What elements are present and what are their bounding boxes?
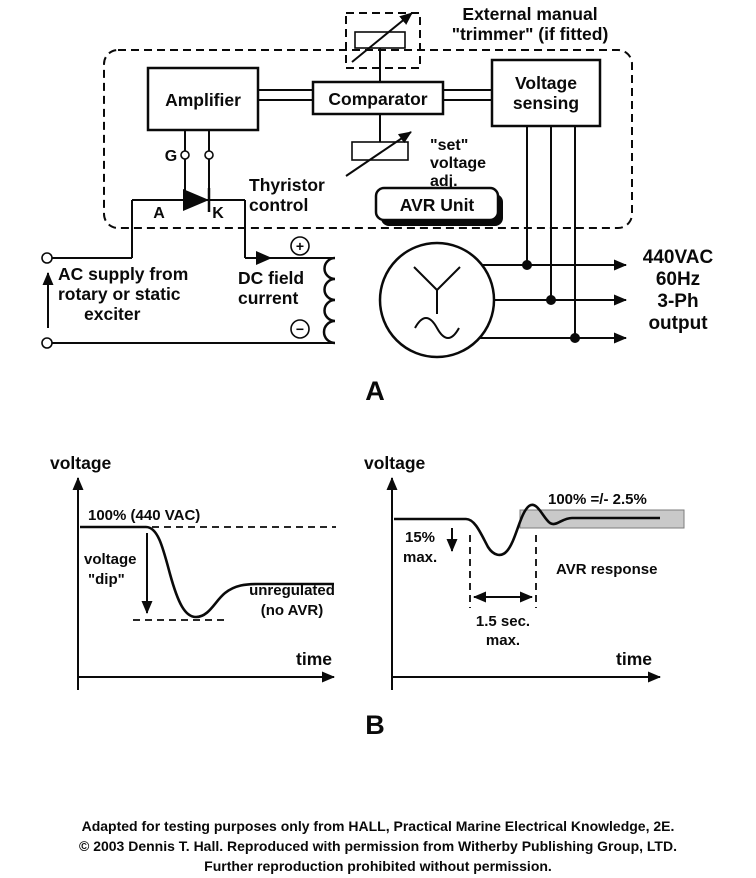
output-label: 440VAC — [643, 247, 714, 268]
gate-label: G — [165, 148, 177, 165]
ac-supply-label: exciter — [84, 304, 141, 324]
x-axis-label: time — [616, 649, 652, 669]
voltage-sensing-label: Voltage — [515, 73, 577, 93]
dip-label: voltage — [84, 551, 137, 568]
anode-label: A — [153, 205, 165, 222]
three-phase-output: 440VAC 60Hz 3-Ph output — [480, 126, 714, 344]
dip-limit-label: max. — [403, 549, 437, 566]
unregulated-note: (no AVR) — [261, 602, 323, 619]
ref-100pct-label: 100% (440 VAC) — [88, 507, 200, 524]
avr-unit-label: AVR Unit — [400, 195, 475, 215]
voltage-sensing-label: sensing — [513, 93, 579, 113]
minus-terminal-icon — [290, 319, 310, 339]
junction-dot-icon — [522, 260, 532, 270]
trimmer-label: External manual — [462, 4, 597, 24]
section-b-label: B — [365, 710, 385, 740]
set-pot-arrow-icon — [345, 131, 412, 177]
trimmer-label: "trimmer" (if fitted) — [452, 24, 609, 44]
avr-unit-box — [374, 186, 500, 222]
avr-block-diagram: External manual "trimmer" (if fitted) Am… — [41, 4, 714, 406]
tolerance-band-label: 100% =/- 2.5% — [548, 491, 647, 508]
dc-field-label: current — [238, 288, 298, 308]
output-label: 60Hz — [656, 269, 700, 290]
ac-supply-label: AC supply from — [58, 264, 188, 284]
cathode-label: K — [212, 205, 224, 222]
dc-field-label: DC field — [238, 268, 304, 288]
set-adj-label: "set" — [430, 137, 468, 154]
set-voltage-adjust: "set" voltage adj. — [345, 114, 486, 190]
block-bus-wires — [258, 89, 492, 101]
y-axis-label: voltage — [364, 453, 426, 473]
avr-response-graph: voltage time 100% =/- 2.5% 15% max. 1.5 … — [364, 453, 685, 690]
thyristor-label: control — [249, 195, 308, 215]
wye-winding-icon — [413, 266, 461, 314]
amplifier-block: Amplifier — [146, 66, 260, 132]
amplifier-label: Amplifier — [165, 90, 241, 110]
output-label: 3-Ph — [657, 291, 698, 312]
generator — [378, 241, 496, 359]
thyristor-control: G A K Thyristor control — [132, 130, 325, 222]
comparator-label: Comparator — [328, 89, 427, 109]
dip-limit-label: 15% — [405, 529, 435, 546]
trimmer-arrow-icon — [351, 12, 413, 63]
dip-label: "dip" — [88, 571, 125, 588]
external-trimmer: External manual "trimmer" (if fitted) — [345, 4, 609, 82]
unregulated-response-curve — [80, 525, 334, 619]
plus-terminal-sign: + — [296, 238, 304, 254]
voltage-dip-graph-unregulated: voltage time 100% (440 VAC) voltage "dip… — [50, 453, 336, 690]
avr-response-label: AVR response — [556, 561, 657, 578]
unregulated-note: unregulated — [249, 582, 335, 599]
avr-response-curve — [394, 503, 660, 557]
thyristor-label: Thyristor — [249, 175, 325, 195]
ac-supply-label: rotary or static — [58, 284, 181, 304]
voltage-sensing-box — [490, 58, 602, 128]
attribution-line: © 2003 Dennis T. Hall. Reproduced with p… — [79, 838, 677, 854]
section-a-label: A — [365, 376, 385, 406]
attribution-line: Further reproduction prohibited without … — [204, 858, 552, 874]
set-pot-resistor-icon — [351, 141, 409, 161]
gate-terminal-icon — [180, 150, 190, 160]
output-label: output — [648, 313, 708, 334]
thyristor-triangle-icon — [183, 189, 209, 211]
supply-terminal-icon — [41, 252, 53, 264]
junction-dot-icon — [546, 295, 556, 305]
voltage-sensing-block: Voltage sensing — [490, 58, 602, 128]
sine-wave-icon — [414, 317, 460, 339]
minus-terminal-sign: − — [296, 321, 304, 337]
recovery-time-label: 1.5 sec. — [476, 613, 530, 630]
attribution-line: Adapted for testing purposes only from H… — [82, 818, 675, 834]
avr-unit-nameplate: AVR Unit — [374, 186, 503, 226]
current-flow-arrow-icon — [256, 251, 272, 265]
x-axis-label: time — [296, 649, 332, 669]
set-adj-label: adj. — [430, 173, 458, 190]
attribution-footer: Adapted for testing purposes only from H… — [79, 818, 677, 874]
plus-terminal-icon — [290, 236, 310, 256]
exciter-supply-circuit: + − AC supply from rotary or static exci… — [41, 200, 336, 349]
comparator-box — [311, 80, 445, 116]
junction-dot-icon — [570, 333, 580, 343]
y-axis-label: voltage — [50, 453, 112, 473]
comparator-block: Comparator — [311, 80, 445, 116]
cathode-terminal-icon — [204, 150, 214, 160]
field-coil-icon — [322, 256, 336, 345]
recovery-time-label: max. — [486, 632, 520, 649]
set-adj-label: voltage — [430, 155, 486, 172]
supply-terminal-icon — [41, 337, 53, 349]
